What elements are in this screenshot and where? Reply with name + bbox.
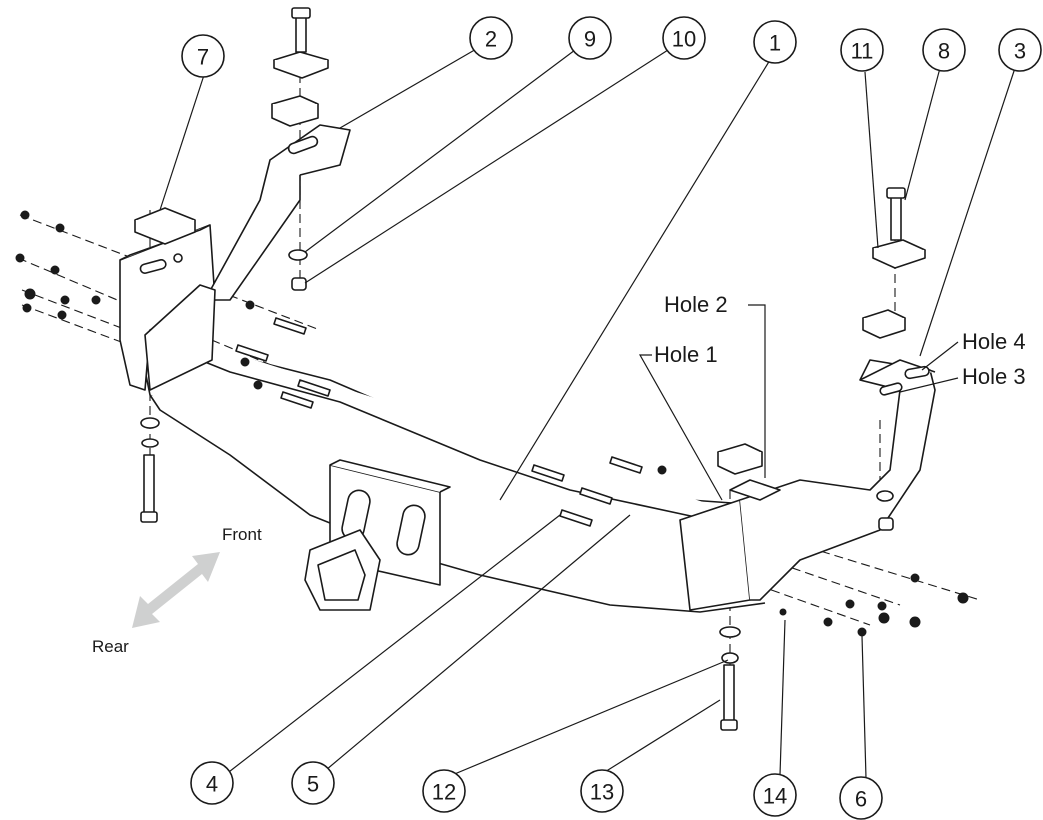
callout-leaders bbox=[159, 47, 1016, 779]
spacer-blocks bbox=[134, 51, 926, 475]
callout-12-label: 12 bbox=[432, 780, 456, 805]
hole2-label: Hole 2 bbox=[664, 292, 728, 317]
callout-14: 14 bbox=[753, 773, 797, 817]
callout-13-label: 13 bbox=[590, 780, 614, 805]
callout-11: 11 bbox=[840, 28, 884, 72]
callout-1: 1 bbox=[753, 20, 797, 64]
callout-9-label: 9 bbox=[584, 27, 596, 52]
callout-3-label: 3 bbox=[1014, 39, 1026, 64]
front-label: Front bbox=[222, 525, 262, 544]
callout-4: 4 bbox=[190, 761, 234, 805]
callout-3: 3 bbox=[998, 28, 1042, 72]
callout-2-label: 2 bbox=[485, 27, 497, 52]
hardware-small bbox=[15, 210, 969, 664]
receiver-plate bbox=[304, 459, 451, 611]
callout-10: 10 bbox=[662, 16, 706, 60]
callout-7-label: 7 bbox=[197, 45, 209, 70]
hole4-label: Hole 4 bbox=[962, 329, 1026, 354]
hitch-crossbar bbox=[139, 329, 766, 613]
callout-6-label: 6 bbox=[855, 787, 867, 812]
callout-10-label: 10 bbox=[672, 27, 696, 52]
callout-1-label: 1 bbox=[769, 31, 781, 56]
callout-6: 6 bbox=[839, 776, 883, 820]
callout-13: 13 bbox=[580, 769, 624, 813]
hex-bolts bbox=[235, 317, 643, 527]
callout-5: 5 bbox=[291, 761, 335, 805]
hole-labels: Hole 2 Hole 1 Hole 4 Hole 3 bbox=[638, 292, 1026, 501]
callout-4-label: 4 bbox=[206, 772, 218, 797]
direction-arrow: Front Rear bbox=[92, 525, 262, 656]
rear-label: Rear bbox=[92, 637, 129, 656]
left-bracket bbox=[119, 124, 351, 391]
callout-7: 7 bbox=[181, 34, 225, 78]
callout-8: 8 bbox=[922, 28, 966, 72]
carriage-bolts bbox=[140, 7, 906, 731]
callout-9: 9 bbox=[568, 16, 612, 60]
callout-5-label: 5 bbox=[307, 772, 319, 797]
callout-11-label: 11 bbox=[851, 39, 874, 64]
hole1-label: Hole 1 bbox=[654, 342, 718, 367]
callout-2: 2 bbox=[469, 16, 513, 60]
callout-14-label: 14 bbox=[763, 784, 787, 809]
callout-12: 12 bbox=[422, 769, 466, 813]
callout-8-label: 8 bbox=[938, 39, 950, 64]
hole3-label: Hole 3 bbox=[962, 364, 1026, 389]
right-bracket bbox=[679, 359, 936, 611]
